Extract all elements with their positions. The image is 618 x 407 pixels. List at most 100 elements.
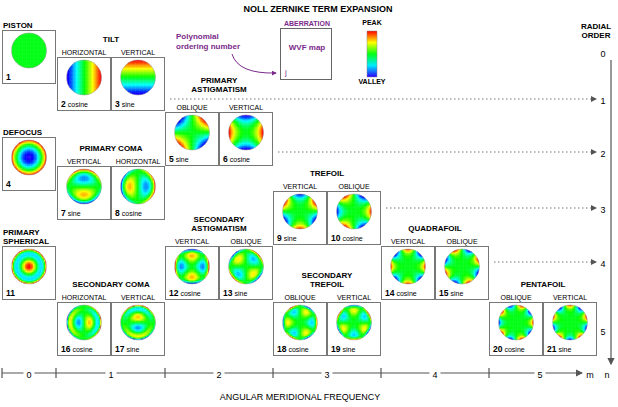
heading-anchor: PISTON (3, 21, 65, 31)
foot-anchor: 2cosine (61, 97, 88, 109)
wavefront-cell: VERTICAL9sine (273, 191, 327, 245)
axis-label: 4 (597, 259, 608, 269)
ordering-number: 9 (277, 234, 282, 243)
wavefront-cell: VERTICAL19sine (327, 302, 381, 356)
ordering-number: 8 (115, 209, 120, 218)
axis-label: 1 (105, 370, 116, 380)
orientation-label: VERTICAL (337, 293, 371, 302)
term-type: cosine (72, 345, 92, 354)
axis-label: 3 (597, 205, 608, 215)
ordering-number: 2 (61, 100, 66, 109)
foot-anchor: 17sine (115, 342, 139, 354)
aberration-name: PRIMARY SPHERICAL (3, 228, 65, 246)
axis-label: 0 (23, 370, 34, 380)
axis-label: ANGULAR MERIDIONAL FREQUENCY (218, 392, 383, 402)
heading-anchor: VERTICAL (532, 293, 608, 303)
heading-anchor: VERTICAL (100, 48, 176, 58)
ordering-number: 3 (115, 100, 120, 109)
wavefront-cell: VERTICAL21sine (543, 302, 597, 356)
orientation-label: HORIZONTAL (62, 293, 107, 302)
orientation-label: OBLIQUE (284, 293, 315, 302)
group-heading: SECONDARY COMA (71, 280, 150, 289)
label-anchor: 3 (321, 364, 332, 382)
term-type: sine (122, 100, 135, 109)
orientation-label: OBLIQUE (500, 293, 531, 302)
axis-label: 4 (429, 370, 440, 380)
orientation-label: VERTICAL (391, 237, 425, 246)
wavefront-cell: VERTICAL12cosine (165, 246, 219, 300)
orientation-label: VERTICAL (175, 237, 209, 246)
group-heading: TREFOIL (309, 169, 345, 178)
orientation-label: VERTICAL (121, 293, 155, 302)
aberration-name: DEFOCUS (3, 128, 42, 137)
term-type: cosine (68, 100, 88, 109)
axis-ticks (2, 368, 489, 378)
wavefront-cell: HORIZONTAL2cosine (57, 57, 111, 111)
orientation-label: VERTICAL (67, 157, 101, 166)
group-heading: RADIAL ORDER (576, 22, 616, 40)
term-type: cosine (180, 289, 200, 298)
label-anchor: m (583, 364, 597, 382)
key-map-text: WVF map (289, 43, 325, 53)
group-heading: PRIMARY ASTIGMATISM (179, 76, 259, 94)
ordering-number: 19 (331, 345, 340, 354)
wavefront-cell: VERTICAL7sine (57, 166, 111, 220)
wavefront-map (112, 58, 164, 110)
label-anchor: PRIMARY COMA (78, 137, 143, 155)
foot-anchor: 4 (6, 177, 13, 189)
heading-anchor: VERTICAL (100, 293, 176, 303)
wavefront-cell: PRIMARY SPHERICAL11 (2, 246, 56, 300)
term-type: sine (284, 234, 297, 243)
axis-label: 2 (213, 370, 224, 380)
ordering-number: 6 (223, 155, 228, 164)
foot-anchor: 8cosine (115, 206, 142, 218)
group-heading: TILT (102, 35, 120, 44)
term-type: sine (558, 345, 571, 354)
label-anchor: 4 (429, 364, 440, 382)
heading-anchor: DEFOCUS (3, 128, 65, 138)
wavefront-map (166, 113, 218, 165)
label-anchor: TREFOIL (309, 162, 345, 180)
axis-label: m (583, 370, 597, 380)
wavefront-map (58, 167, 110, 219)
wavefront-cell: OBLIQUE10cosine (327, 191, 381, 245)
foot-anchor: 7sine (61, 206, 81, 218)
term-type: sine (68, 209, 81, 218)
label-anchor: 4 (597, 253, 608, 271)
ordering-number: 7 (61, 209, 66, 218)
key-label: VALLEY (358, 78, 385, 86)
wavefront-cell: VERTICAL6cosine (219, 112, 273, 166)
radial-axis (610, 60, 611, 364)
term-type: sine (126, 345, 139, 354)
group-heading: SECONDARY TREFOIL (287, 271, 367, 289)
foot-anchor: 5sine (169, 152, 189, 164)
label-anchor: 0 (23, 364, 34, 382)
wavefront-cell: VERTICAL14cosine (381, 246, 435, 300)
ordering-number: 14 (385, 289, 394, 298)
orientation-label: VERTICAL (283, 182, 317, 191)
ordering-number: 20 (493, 345, 502, 354)
term-type: cosine (342, 234, 362, 243)
orientation-label: OBLIQUE (230, 237, 261, 246)
key-index: j (285, 68, 287, 77)
heading-anchor: HORIZONTAL (100, 157, 176, 167)
wavefront-map (3, 31, 55, 83)
foot-anchor: 18cosine (277, 342, 309, 354)
axis-label: 2 (597, 149, 608, 159)
orientation-label: OBLIQUE (446, 237, 477, 246)
label-anchor: SECONDARY TREFOIL (287, 271, 367, 291)
foot-anchor: 10cosine (331, 231, 363, 243)
label-anchor: 2 (597, 143, 608, 161)
wavefront-cell: OBLIQUE15sine (435, 246, 489, 300)
label-anchor: RADIAL ORDER (576, 22, 616, 42)
key-label: Polynomial ordering number (176, 32, 251, 52)
label-anchor: SECONDARY COMA (71, 273, 150, 291)
axis-label: 5 (534, 370, 545, 380)
wavefront-cell: DEFOCUS4 (2, 137, 56, 191)
group-heading: SECONDARY ASTIGMATISM (174, 215, 264, 233)
order-guide (170, 99, 596, 262)
term-type: cosine (288, 345, 308, 354)
orientation-label: VERTICAL (121, 48, 155, 57)
foot-anchor: 11 (6, 286, 17, 298)
ordering-number: 15 (439, 289, 448, 298)
